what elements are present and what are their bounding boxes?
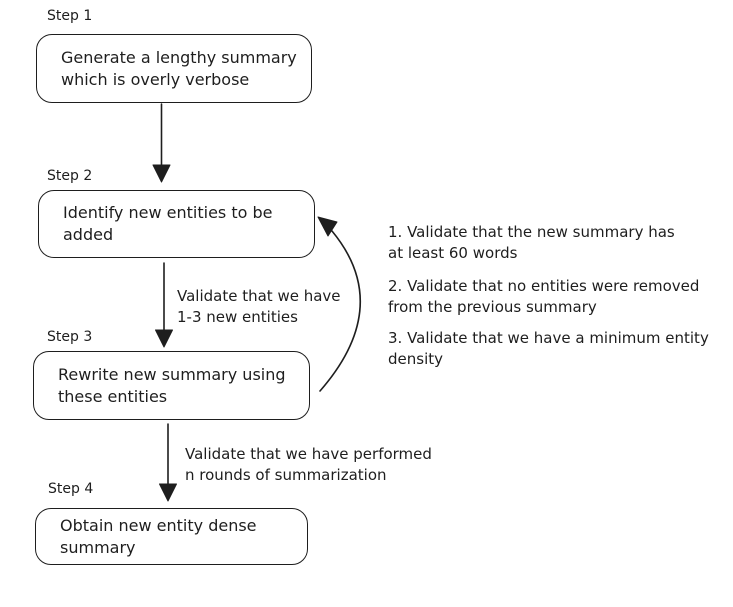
edge-label-line: Validate that we have performed	[185, 445, 432, 463]
side-note-line: 2. Validate that no entities were remove…	[388, 277, 700, 295]
arrow-step2-to-step3	[155, 262, 173, 348]
step3-label: Step 3	[47, 329, 93, 345]
arrow-step1-to-step2	[152, 103, 171, 183]
step4-box: Obtain new entity dense summary	[35, 508, 308, 565]
arrow-step3-to-step4	[159, 423, 177, 502]
step2-label: Step 2	[47, 168, 93, 184]
box-text-line: Rewrite new summary using	[58, 364, 286, 384]
step1-box: Generate a lengthy summary which is over…	[36, 34, 312, 103]
side-note-line: density	[388, 350, 443, 368]
edge-label-line: n rounds of summarization	[185, 466, 387, 484]
step4-label: Step 4	[48, 481, 94, 497]
side-note-3: 3. Validate that we have a minimum entit…	[388, 328, 709, 370]
box-text-line: summary	[60, 537, 136, 557]
box-text-line: Identify new entities to be	[63, 203, 273, 222]
box-text-line: Obtain new entity dense	[60, 515, 257, 535]
arrowhead-icon	[155, 329, 173, 348]
side-note-1: 1. Validate that the new summary has at …	[388, 222, 675, 264]
edge-label-1-3-entities: Validate that we have 1-3 new entities	[177, 286, 341, 328]
edge-label-line: 1-3 new entities	[177, 308, 298, 326]
box-text-line: added	[63, 225, 114, 244]
side-note-line: from the previous summary	[388, 298, 597, 316]
edge-label-line: Validate that we have	[177, 287, 341, 305]
step2-box: Identify new entities to be added	[38, 190, 315, 258]
box-text-line: these entities	[58, 386, 168, 406]
box-text-line: Generate a lengthy summary	[61, 47, 297, 67]
step3-box: Rewrite new summary using these entities	[33, 351, 310, 420]
edge-label-n-rounds: Validate that we have performed n rounds…	[185, 444, 432, 486]
arrowhead-icon	[152, 164, 171, 183]
step1-label: Step 1	[47, 8, 93, 24]
side-note-line: 1. Validate that the new summary has	[388, 223, 675, 241]
side-note-line: 3. Validate that we have a minimum entit…	[388, 329, 709, 347]
arrowhead-icon	[317, 216, 338, 237]
side-note-line: at least 60 words	[388, 244, 518, 262]
box-text-line: which is overly verbose	[61, 69, 250, 89]
arrowhead-icon	[159, 483, 177, 502]
arrow-step3-loop-to-step2	[317, 216, 361, 392]
side-note-2: 2. Validate that no entities were remove…	[388, 276, 699, 318]
